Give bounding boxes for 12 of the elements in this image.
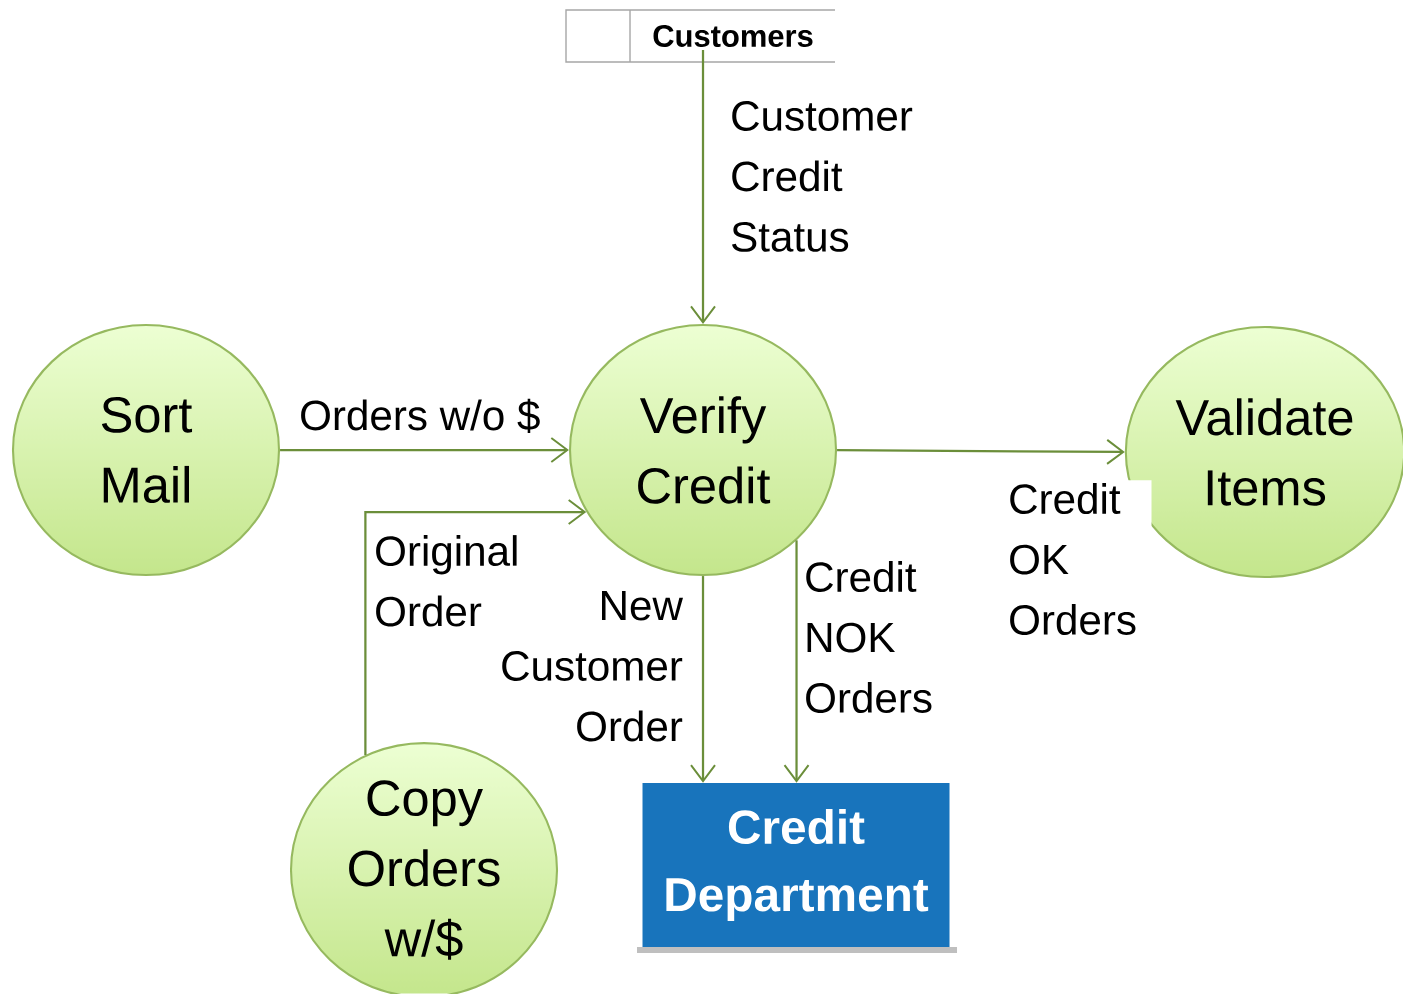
arrow	[690, 576, 716, 783]
arrow	[364, 499, 587, 755]
arrow	[783, 540, 810, 783]
data-store: Customers	[565, 9, 836, 63]
edge-label: New Customer Order	[490, 588, 686, 745]
arrow	[837, 438, 1125, 465]
edge-label: Credit OK Orders	[1005, 480, 1152, 638]
entity-box: Credit Department	[637, 783, 957, 953]
arrow	[690, 50, 716, 324]
arrow	[280, 437, 569, 463]
edge-label: Customer Credit Status	[727, 98, 923, 255]
edge-label: Orders w/o $	[296, 395, 544, 436]
